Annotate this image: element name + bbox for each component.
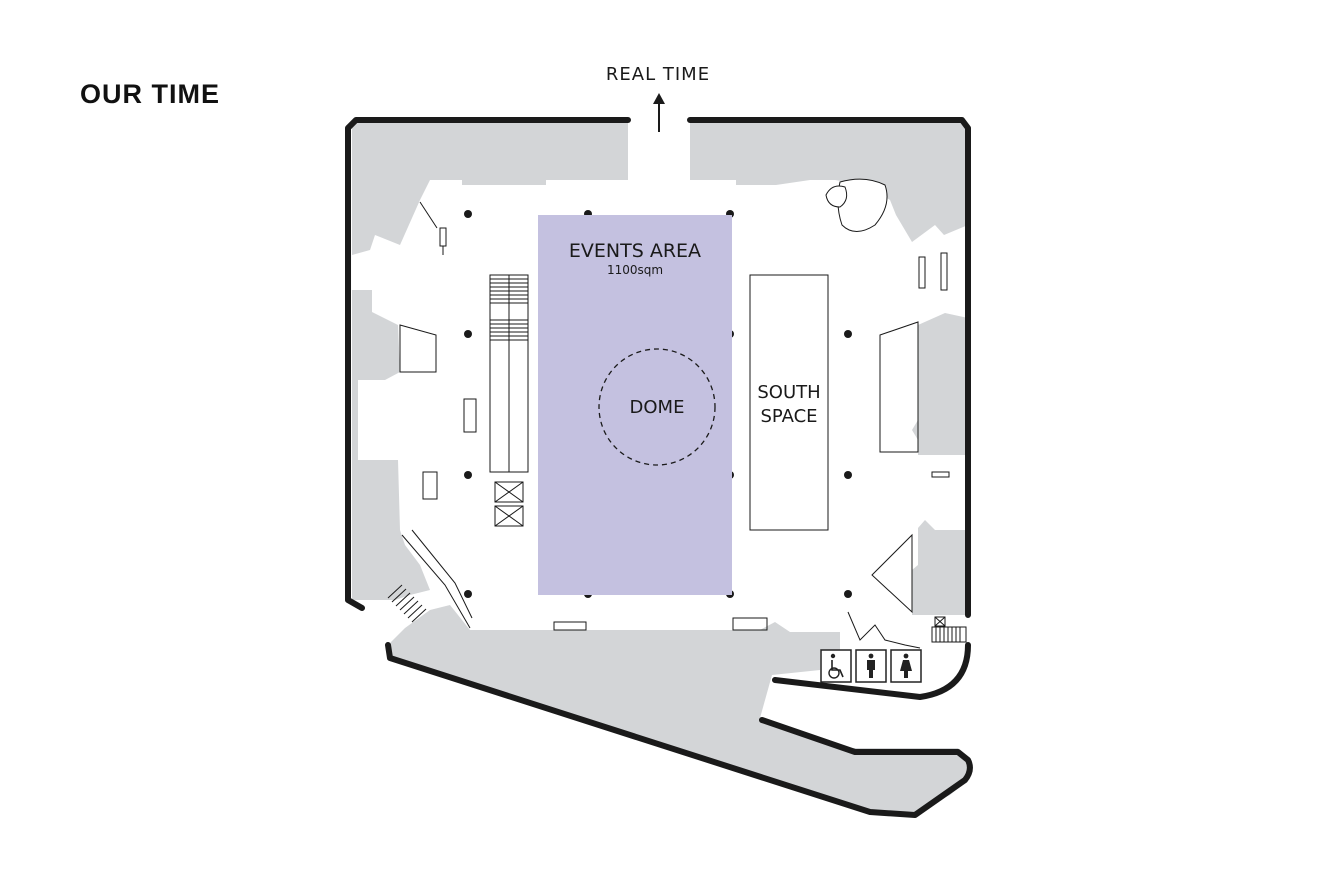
column xyxy=(844,590,852,598)
ramp-line xyxy=(419,201,438,229)
room-south-east xyxy=(871,533,913,614)
west-wall-upper xyxy=(352,290,400,460)
exit-direction-marker[interactable]: REAL TIME xyxy=(606,64,710,132)
west-ramp xyxy=(401,529,473,629)
lamp xyxy=(439,227,447,255)
east-wall-middle xyxy=(912,313,968,455)
lift-small xyxy=(934,616,946,627)
wall-north-east xyxy=(687,117,971,618)
column xyxy=(464,590,472,598)
stair-south-east xyxy=(931,626,967,643)
room-east xyxy=(879,321,919,453)
stair-south-west xyxy=(387,584,427,623)
events-area-size: 1100sqm xyxy=(607,263,663,277)
north-east-block xyxy=(690,120,968,242)
lift xyxy=(494,481,524,503)
kiosk xyxy=(422,471,438,500)
sculpture xyxy=(837,178,888,232)
grey-zones xyxy=(352,120,968,812)
bench xyxy=(931,471,950,478)
doorway-mat xyxy=(732,617,768,631)
room-west xyxy=(399,324,437,373)
doorway-mat xyxy=(553,621,587,631)
direction-label: REAL TIME xyxy=(606,64,710,85)
south-space-label-line2: SPACE xyxy=(760,406,817,427)
female-toilet-icon xyxy=(890,649,922,683)
accessible-toilet-icon xyxy=(820,649,852,683)
bench xyxy=(940,252,948,291)
wall-north-west xyxy=(345,117,631,611)
south-space-label-line1: SOUTH xyxy=(757,382,820,403)
west-wall-lower xyxy=(352,460,430,600)
column xyxy=(464,210,472,218)
column xyxy=(844,330,852,338)
column xyxy=(464,330,472,338)
south-space[interactable] xyxy=(749,274,829,531)
arrow-head-icon xyxy=(653,93,665,104)
wall-south-east-curve xyxy=(772,642,971,700)
male-toilet-icon xyxy=(855,649,887,683)
events-area-label: EVENTS AREA xyxy=(569,240,701,262)
dome-outline xyxy=(598,348,716,466)
south-corridor xyxy=(388,605,968,812)
east-stair-area xyxy=(847,611,921,649)
dome-label: DOME xyxy=(630,397,685,418)
fixtures xyxy=(387,178,967,649)
north-west-block xyxy=(352,120,628,255)
stair-treads xyxy=(490,278,528,341)
events-area[interactable] xyxy=(538,215,732,595)
kiosk xyxy=(463,398,477,433)
toilet-facilities xyxy=(820,649,922,683)
page-title: OUR TIME xyxy=(80,79,220,109)
column xyxy=(844,471,852,479)
east-wall-lower xyxy=(912,520,968,615)
column xyxy=(464,471,472,479)
outer-walls xyxy=(345,117,973,818)
lift xyxy=(494,505,524,527)
wall-south-corridor xyxy=(385,642,973,818)
bench xyxy=(918,256,926,289)
sculpture xyxy=(825,185,848,208)
